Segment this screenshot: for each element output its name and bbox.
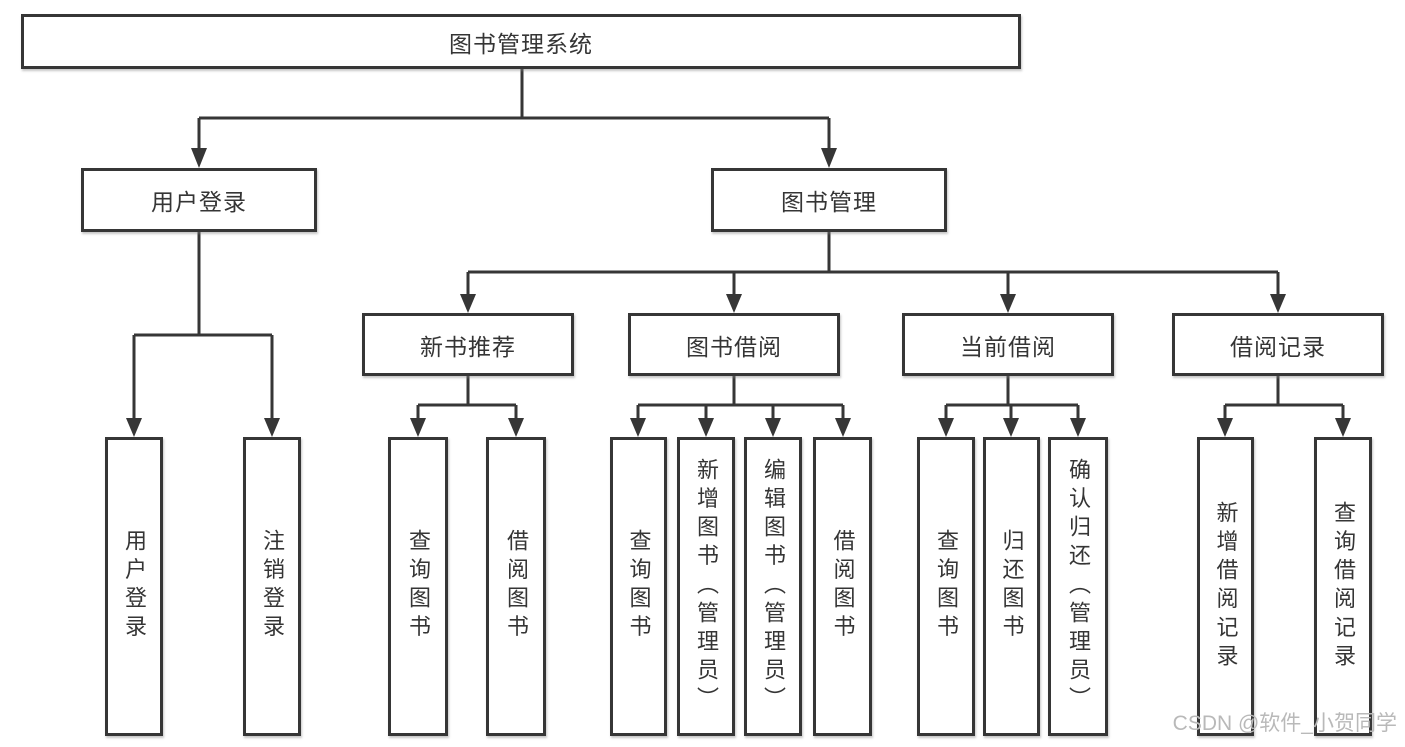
node-user-login-action: 用户登录 bbox=[105, 437, 163, 736]
arrowhead-down-icon bbox=[938, 418, 954, 437]
arrowhead-down-icon bbox=[460, 294, 476, 313]
arrowhead-down-icon bbox=[1000, 294, 1016, 313]
node-query-books-recommend: 查询图书 bbox=[388, 437, 448, 736]
node-query-borrow-record-label: 查询借阅记录 bbox=[1331, 500, 1356, 673]
node-logout: 注销登录 bbox=[243, 437, 301, 736]
node-borrowing-records-label: 借阅记录 bbox=[1230, 333, 1326, 360]
node-root-label: 图书管理系统 bbox=[449, 30, 593, 57]
node-query-books-borrowing-label: 查询图书 bbox=[626, 529, 652, 644]
node-book-borrowing-label: 图书借阅 bbox=[686, 333, 782, 360]
node-add-borrow-record-label: 新增借阅记录 bbox=[1213, 500, 1239, 673]
arrowhead-down-icon bbox=[726, 294, 742, 313]
node-return-books: 归还图书 bbox=[983, 437, 1040, 736]
node-user-login-label: 用户登录 bbox=[151, 189, 247, 215]
arrowhead-down-icon bbox=[126, 418, 142, 437]
arrowhead-down-icon bbox=[1335, 418, 1351, 437]
node-borrow-books-borrowing: 借阅图书 bbox=[813, 437, 872, 736]
node-new-book-recommend-label: 新书推荐 bbox=[420, 333, 516, 360]
arrowhead-down-icon bbox=[1270, 294, 1286, 313]
arrowhead-down-icon bbox=[264, 418, 280, 437]
arrowhead-down-icon bbox=[191, 148, 207, 168]
connector-book-management-children bbox=[466, 232, 1280, 296]
arrowhead-down-icon bbox=[410, 418, 426, 437]
node-add-borrow-record: 新增借阅记录 bbox=[1197, 437, 1254, 736]
connector-root-to-level2 bbox=[197, 69, 831, 150]
node-query-borrow-record: 查询借阅记录 bbox=[1314, 437, 1372, 736]
node-confirm-return-admin-label: 确认归还（管理员） bbox=[1066, 457, 1091, 716]
node-query-books-recommend-label: 查询图书 bbox=[406, 529, 431, 644]
watermark-text: CSDN @软件_小贺同学 bbox=[1172, 712, 1397, 735]
node-book-borrowing: 图书借阅 bbox=[628, 313, 840, 376]
connector-user-login-children bbox=[132, 232, 274, 420]
arrowhead-down-icon bbox=[765, 418, 781, 437]
arrowhead-down-icon bbox=[630, 418, 646, 437]
arrowhead-down-icon bbox=[1003, 418, 1019, 437]
node-current-borrowing-label: 当前借阅 bbox=[960, 333, 1056, 360]
node-borrow-books-recommend-label: 借阅图书 bbox=[504, 529, 529, 644]
node-return-books-label: 归还图书 bbox=[999, 529, 1025, 644]
node-user-login: 用户登录 bbox=[81, 168, 317, 232]
arrowhead-down-icon bbox=[508, 418, 524, 437]
node-logout-label: 注销登录 bbox=[260, 529, 285, 644]
connector-book-borrowing-children bbox=[636, 376, 845, 420]
node-query-books-current: 查询图书 bbox=[917, 437, 975, 736]
node-query-books-borrowing: 查询图书 bbox=[610, 437, 667, 736]
node-current-borrowing: 当前借阅 bbox=[902, 313, 1114, 376]
arrowhead-down-icon bbox=[1217, 418, 1233, 437]
node-edit-books-admin-label: 编辑图书（管理员） bbox=[761, 457, 786, 716]
node-edit-books-admin: 编辑图书（管理员） bbox=[744, 437, 802, 736]
node-confirm-return-admin: 确认归还（管理员） bbox=[1048, 437, 1108, 736]
arrowhead-down-icon bbox=[1070, 418, 1086, 437]
node-borrow-books-borrowing-label: 借阅图书 bbox=[830, 529, 856, 644]
arrowhead-down-icon bbox=[835, 418, 851, 437]
node-book-management: 图书管理 bbox=[711, 168, 947, 232]
node-borrowing-records: 借阅记录 bbox=[1172, 313, 1384, 376]
arrowhead-down-icon bbox=[821, 148, 837, 168]
node-new-book-recommend: 新书推荐 bbox=[362, 313, 574, 376]
node-root: 图书管理系统 bbox=[21, 14, 1021, 69]
node-borrow-books-recommend: 借阅图书 bbox=[486, 437, 546, 736]
node-add-books-admin-label: 新增图书（管理员） bbox=[694, 457, 719, 716]
arrowhead-down-icon bbox=[698, 418, 714, 437]
node-query-books-current-label: 查询图书 bbox=[934, 529, 959, 644]
node-user-login-action-label: 用户登录 bbox=[122, 529, 147, 644]
connector-new-book-children bbox=[416, 376, 518, 420]
node-book-management-label: 图书管理 bbox=[781, 189, 877, 215]
node-add-books-admin: 新增图书（管理员） bbox=[677, 437, 735, 736]
connector-borrowing-records-children bbox=[1223, 376, 1345, 420]
connector-current-borrowing-children bbox=[944, 376, 1080, 420]
